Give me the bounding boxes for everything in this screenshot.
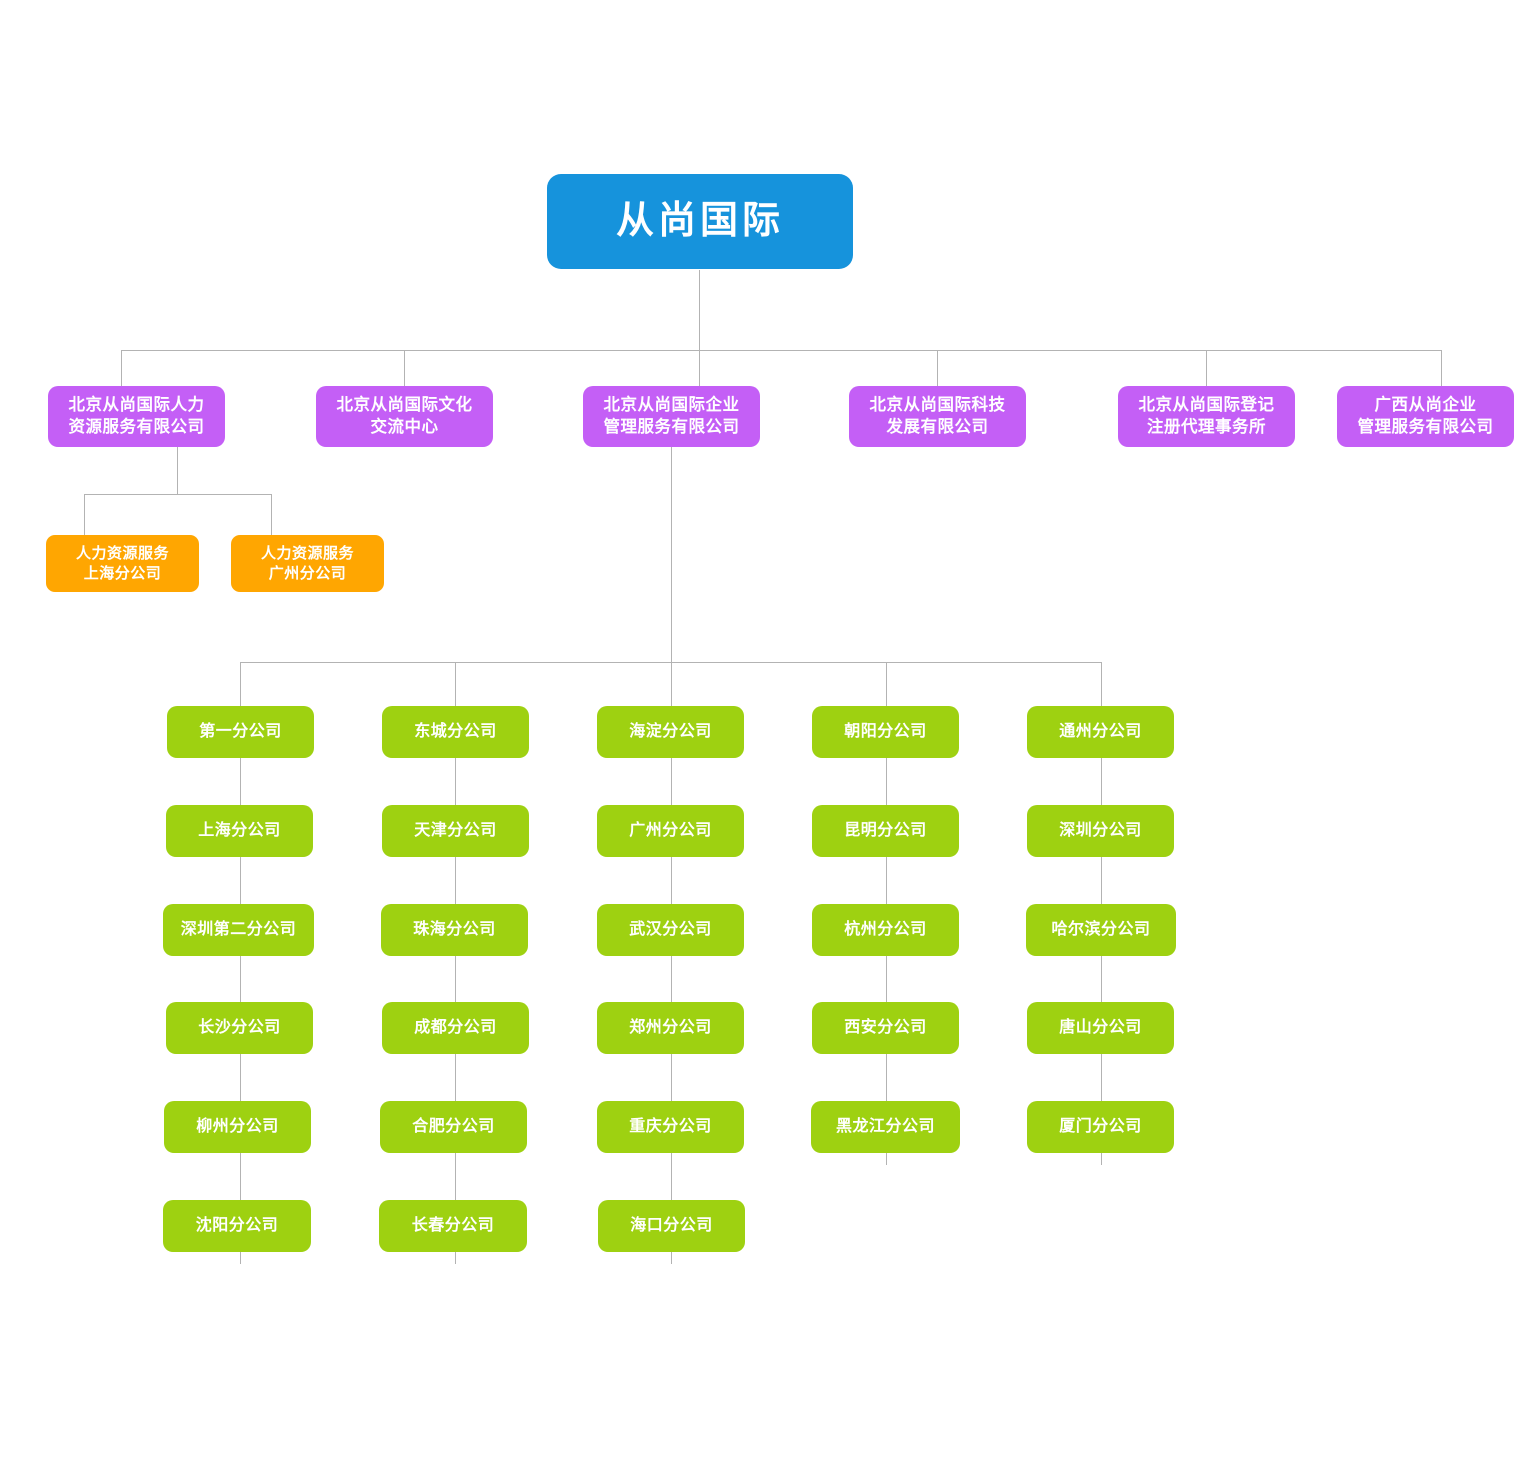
connector-division-drop-6 bbox=[1441, 350, 1442, 386]
node-branch-col2-4[interactable]: 成都分公司 bbox=[382, 1002, 529, 1054]
node-branch-col3-2[interactable]: 广州分公司 bbox=[597, 805, 744, 857]
node-branch-col5-5[interactable]: 厦门分公司 bbox=[1027, 1101, 1174, 1153]
node-branch-col5-4[interactable]: 唐山分公司 bbox=[1027, 1002, 1174, 1054]
node-division-enterprise[interactable]: 北京从尚国际企业 管理服务有限公司 bbox=[583, 386, 760, 447]
node-division-registration[interactable]: 北京从尚国际登记 注册代理事务所 bbox=[1118, 386, 1295, 447]
connector-division-drop-1 bbox=[121, 350, 122, 386]
connector-enterprise-stem bbox=[671, 447, 672, 663]
node-branch-col1-3[interactable]: 深圳第二分公司 bbox=[163, 904, 314, 956]
node-branch-col5-2[interactable]: 深圳分公司 bbox=[1027, 805, 1174, 857]
connector-column-3-spine bbox=[671, 662, 672, 1264]
node-branch-col5-3[interactable]: 哈尔滨分公司 bbox=[1026, 904, 1176, 956]
node-branch-col4-2[interactable]: 昆明分公司 bbox=[812, 805, 959, 857]
node-hr-branch-guangzhou[interactable]: 人力资源服务 广州分公司 bbox=[231, 535, 384, 592]
node-division-hr[interactable]: 北京从尚国际人力 资源服务有限公司 bbox=[48, 386, 225, 447]
node-branch-col1-1[interactable]: 第一分公司 bbox=[167, 706, 314, 758]
connector-hr-stem bbox=[177, 447, 178, 495]
connector-hr-drop-1 bbox=[84, 494, 85, 535]
node-branch-col2-5[interactable]: 合肥分公司 bbox=[380, 1101, 527, 1153]
connector-division-drop-2 bbox=[404, 350, 405, 386]
connector-division-drop-5 bbox=[1206, 350, 1207, 386]
node-branch-col4-3[interactable]: 杭州分公司 bbox=[812, 904, 959, 956]
node-division-technology[interactable]: 北京从尚国际科技 发展有限公司 bbox=[849, 386, 1026, 447]
node-root[interactable]: 从尚国际 bbox=[547, 174, 853, 269]
node-branch-col3-3[interactable]: 武汉分公司 bbox=[597, 904, 744, 956]
node-branch-col2-6[interactable]: 长春分公司 bbox=[379, 1200, 527, 1252]
node-branch-col3-1[interactable]: 海淀分公司 bbox=[597, 706, 744, 758]
node-branch-col2-3[interactable]: 珠海分公司 bbox=[381, 904, 528, 956]
node-branch-col5-1[interactable]: 通州分公司 bbox=[1027, 706, 1174, 758]
connector-hr-drop-2 bbox=[271, 494, 272, 535]
node-hr-branch-shanghai[interactable]: 人力资源服务 上海分公司 bbox=[46, 535, 199, 592]
node-branch-col1-4[interactable]: 长沙分公司 bbox=[166, 1002, 313, 1054]
node-branch-col4-4[interactable]: 西安分公司 bbox=[812, 1002, 959, 1054]
node-division-culture[interactable]: 北京从尚国际文化 交流中心 bbox=[316, 386, 493, 447]
connector-division-drop-4 bbox=[937, 350, 938, 386]
node-branch-col4-1[interactable]: 朝阳分公司 bbox=[812, 706, 959, 758]
node-branch-col2-1[interactable]: 东城分公司 bbox=[382, 706, 529, 758]
node-branch-col3-5[interactable]: 重庆分公司 bbox=[597, 1101, 744, 1153]
node-branch-col1-6[interactable]: 沈阳分公司 bbox=[163, 1200, 311, 1252]
node-branch-col3-4[interactable]: 郑州分公司 bbox=[597, 1002, 744, 1054]
node-branch-col4-5[interactable]: 黑龙江分公司 bbox=[811, 1101, 960, 1153]
connector-hr-bus bbox=[84, 494, 272, 495]
node-branch-col1-2[interactable]: 上海分公司 bbox=[166, 805, 313, 857]
node-branch-col2-2[interactable]: 天津分公司 bbox=[382, 805, 529, 857]
connector-root-stem bbox=[699, 270, 700, 351]
connector-column-2-spine bbox=[455, 662, 456, 1264]
connector-division-drop-3 bbox=[699, 350, 700, 386]
connector-division-bus bbox=[121, 350, 1441, 351]
node-branch-col3-6[interactable]: 海口分公司 bbox=[598, 1200, 745, 1252]
node-branch-col1-5[interactable]: 柳州分公司 bbox=[164, 1101, 311, 1153]
node-division-guangxi[interactable]: 广西从尚企业 管理服务有限公司 bbox=[1337, 386, 1514, 447]
connector-column-1-spine bbox=[240, 662, 241, 1264]
